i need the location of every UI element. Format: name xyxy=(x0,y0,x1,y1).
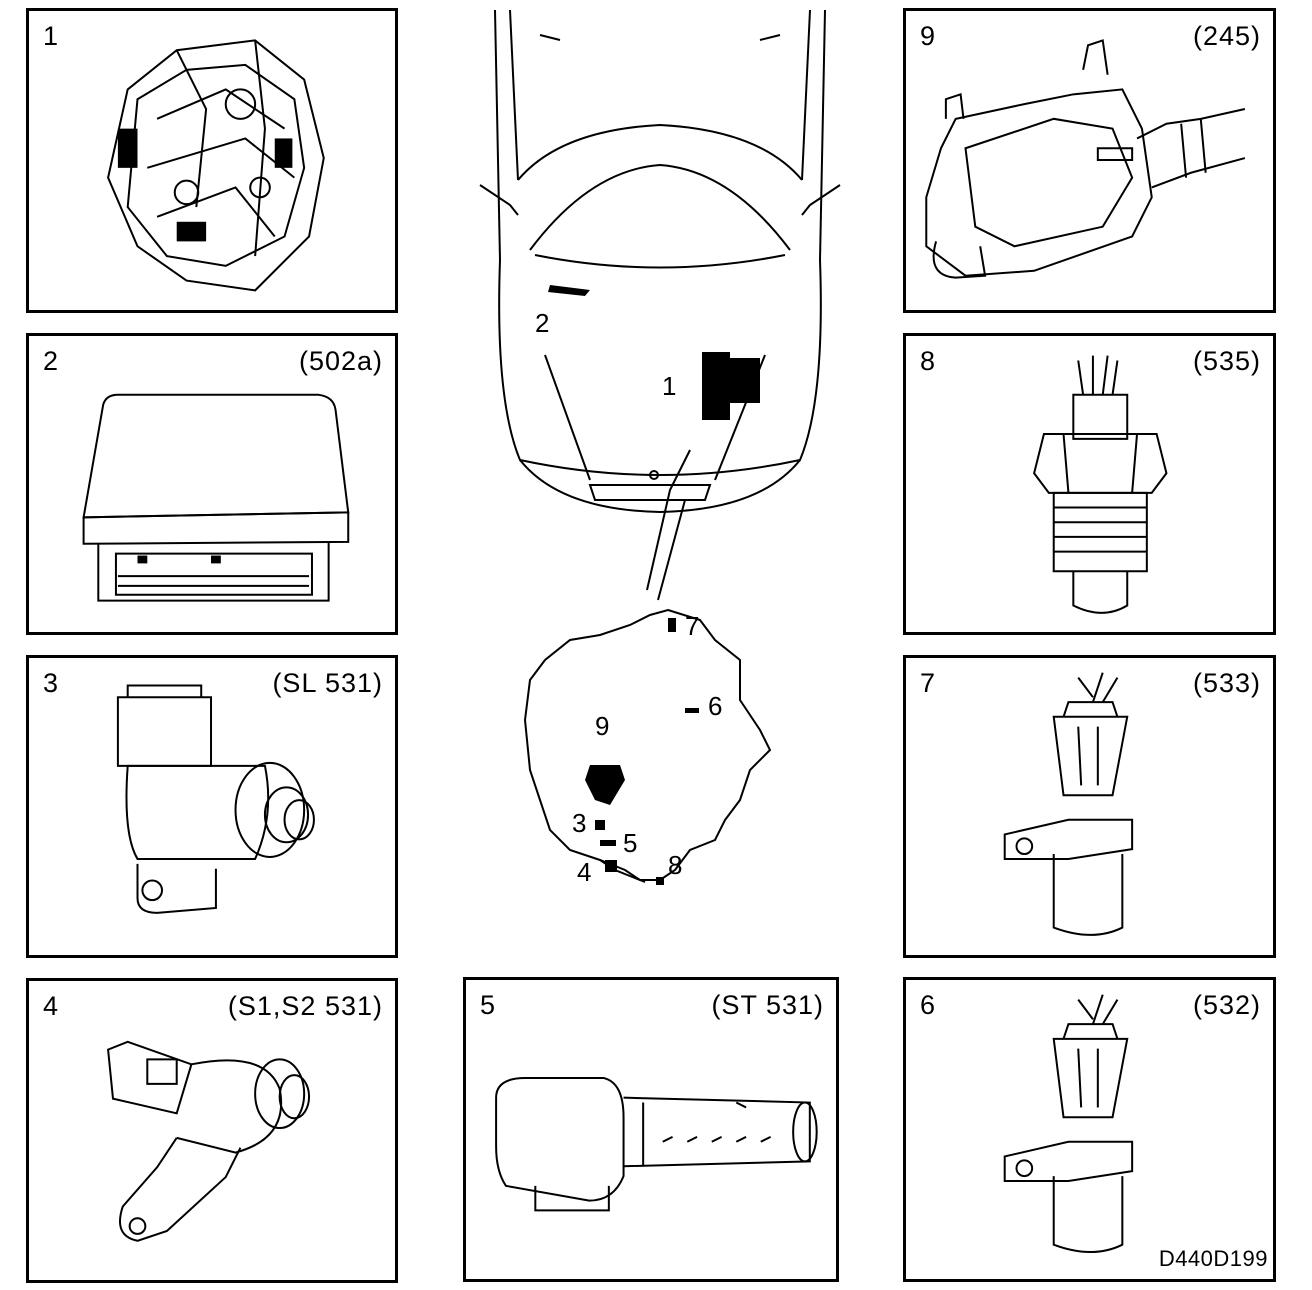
st-solenoid-illustration xyxy=(466,980,836,1279)
panel-code: (ST 531) xyxy=(711,990,824,1020)
panel-number: 9 xyxy=(920,21,936,51)
panel-number: 5 xyxy=(480,990,496,1020)
panel-selector-switch: 9 (245) xyxy=(903,8,1276,313)
detail-callout-4: 4 xyxy=(577,857,591,887)
sensor-533-illustration xyxy=(906,658,1273,955)
panel-code: (S1,S2 531) xyxy=(227,991,383,1021)
car-outline xyxy=(495,10,825,512)
panel-control-module: 2 (502a) xyxy=(26,333,398,635)
panel-sensor-535: 8 (535) xyxy=(903,333,1276,635)
s1-s2-solenoid-illustration xyxy=(29,981,395,1280)
detail-callout-6: 6 xyxy=(708,691,722,721)
sensor-535-illustration xyxy=(906,336,1273,632)
sl-solenoid-illustration xyxy=(29,658,395,955)
panel-code: (533) xyxy=(1192,668,1261,698)
detail-callout-9: 9 xyxy=(595,711,609,741)
panel-code: (245) xyxy=(1192,21,1261,51)
figure-code: D440D199 xyxy=(1158,1246,1268,1271)
control-module-illustration xyxy=(29,336,395,632)
panel-number: 3 xyxy=(43,668,59,698)
panel-number: 4 xyxy=(43,991,59,1021)
panel-code: (502a) xyxy=(298,346,383,376)
detail-callout-3: 3 xyxy=(572,808,586,838)
sensor-532-illustration xyxy=(906,980,1273,1279)
panel-sl-solenoid: 3 (SL 531) xyxy=(26,655,398,958)
panel-number: 2 xyxy=(43,346,59,376)
callout-2: 2 xyxy=(535,308,549,338)
panel-sensor-532: 6 (532) xyxy=(903,977,1276,1282)
panel-code: (SL 531) xyxy=(272,668,383,698)
transmission-detail-outline xyxy=(525,610,770,880)
callout-1: 1 xyxy=(662,371,676,401)
detail-callout-5: 5 xyxy=(623,828,637,858)
panel-st-solenoid: 5 (ST 531) xyxy=(463,977,839,1282)
detail-callout-7: 7 xyxy=(685,611,699,641)
vehicle-location-diagram: 2 1 7 6 9 3 5 4 8 xyxy=(440,0,880,887)
panel-transmission: 1 xyxy=(26,8,398,313)
panel-code: (532) xyxy=(1192,990,1261,1020)
panel-sensor-533: 7 (533) xyxy=(903,655,1276,958)
transmission-illustration xyxy=(29,11,395,310)
panel-s1-s2-solenoid: 4 (S1,S2 531) xyxy=(26,978,398,1283)
selector-switch-illustration xyxy=(906,11,1273,310)
panel-number: 1 xyxy=(43,21,59,51)
panel-number: 8 xyxy=(920,346,936,376)
detail-callout-8: 8 xyxy=(668,850,682,880)
panel-code: (535) xyxy=(1192,346,1261,376)
panel-number: 7 xyxy=(920,668,936,698)
panel-number: 6 xyxy=(920,990,936,1020)
